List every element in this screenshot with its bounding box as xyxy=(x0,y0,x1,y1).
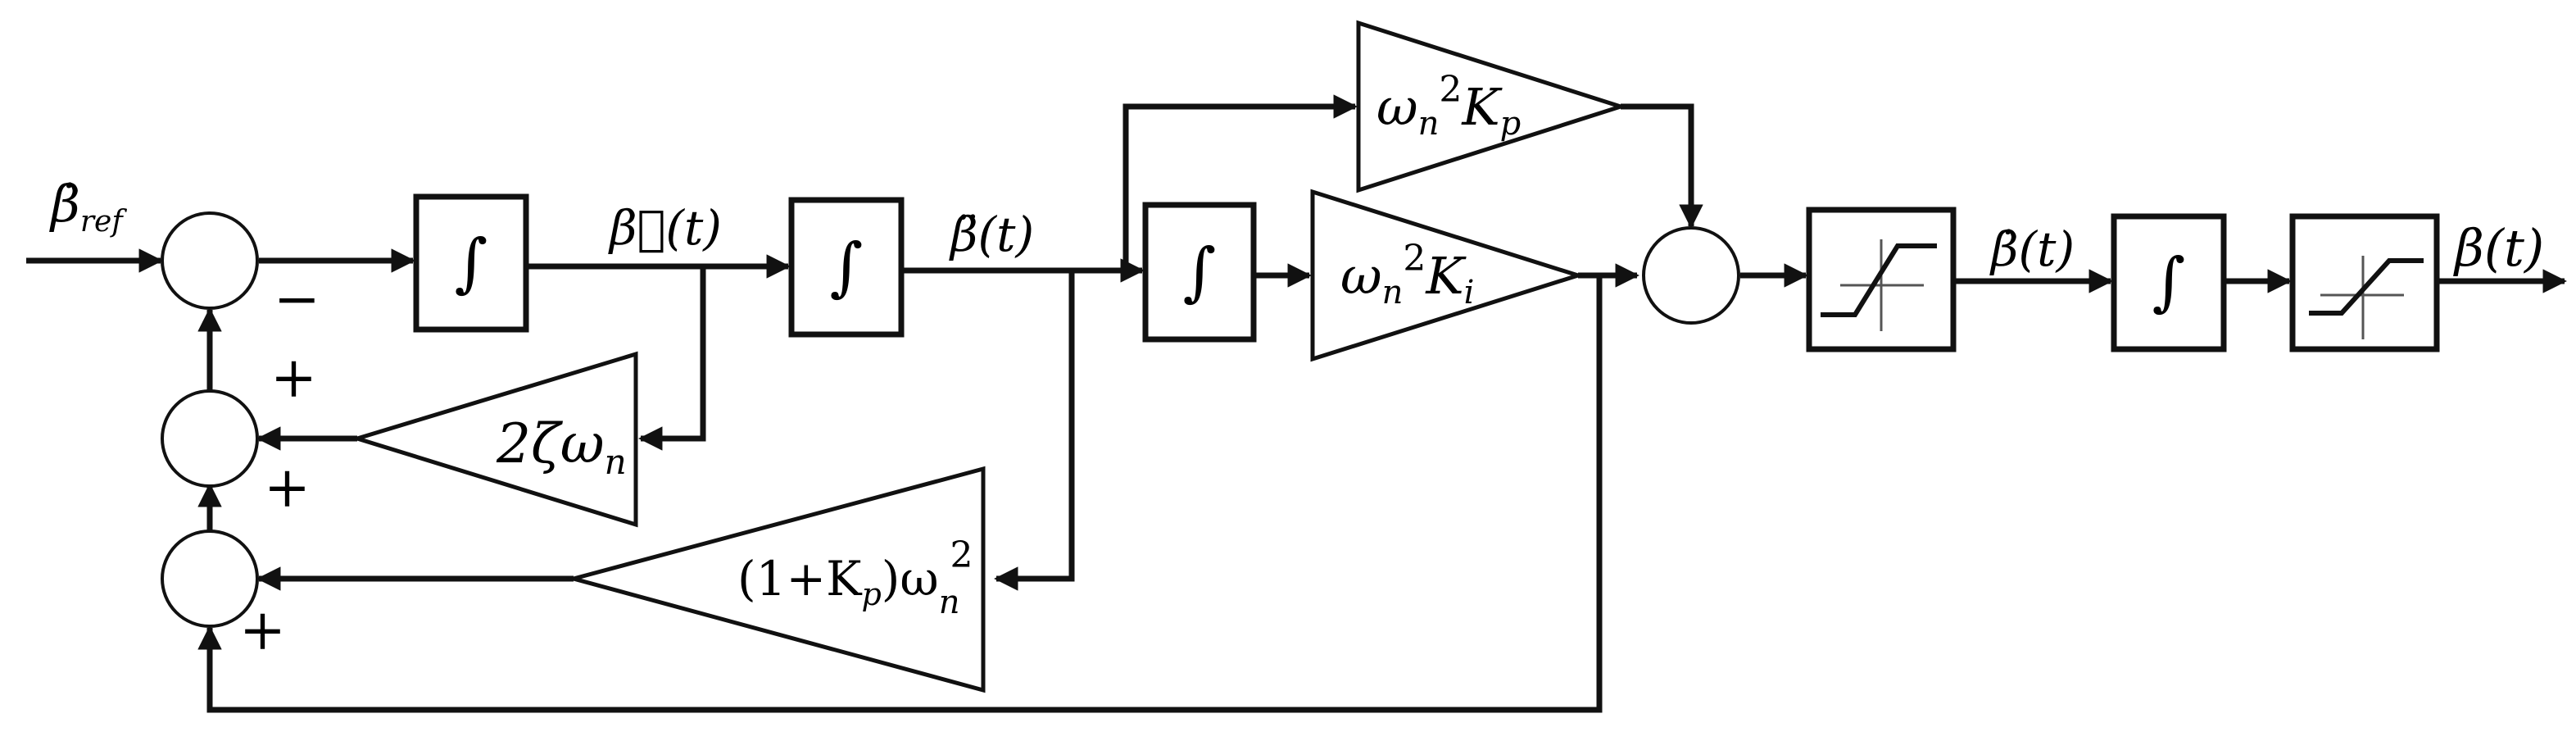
gain-ki-sup: 2 xyxy=(1403,238,1426,280)
label-beta-ref: β̇ref xyxy=(49,174,127,239)
summing-junction-1 xyxy=(161,211,259,310)
wire-stiff-tap xyxy=(994,270,1075,591)
summing-junction-outer xyxy=(1642,226,1740,325)
gain-stiff-open: (1+K xyxy=(737,551,863,607)
saturation-block-1 xyxy=(1806,207,1957,352)
gain-stiff-mid: )ω xyxy=(882,551,939,607)
summing-junction-3 xyxy=(161,530,259,628)
integrator-block-3: ∫ xyxy=(1142,202,1257,343)
gain-kp-k: K xyxy=(1461,77,1503,137)
gain-damp-text: 2ζω xyxy=(496,412,605,475)
svg-text:(1+Kp)ωn2: (1+Kp)ωn 2 xyxy=(737,534,973,621)
gain-ki-k-sub: i xyxy=(1464,274,1475,311)
gain-ki-sub: n xyxy=(1382,274,1404,311)
wire-damp-tap xyxy=(638,266,706,451)
saturation-block-2 xyxy=(2289,213,2440,352)
signal-wires xyxy=(26,94,2567,713)
integrator-symbol: ∫ xyxy=(455,226,488,300)
svg-text:ωn2Kp: ωn2Kp xyxy=(1376,69,1521,143)
gain-stiff-p-sub: p xyxy=(861,576,881,612)
gain-kp-sup: 2 xyxy=(1439,69,1462,111)
summing-junction-2 xyxy=(161,389,259,488)
svg-text:ωn2Ki: ωn2Ki xyxy=(1340,238,1474,311)
sign-plus-sum2: + xyxy=(264,456,311,520)
integrator-symbol: ∫ xyxy=(2152,245,2186,319)
gain-ki: ωn2Ki xyxy=(1310,189,1585,362)
gain-ki-omega: ω xyxy=(1340,246,1382,306)
label-beta-out: β(t) xyxy=(2453,218,2544,278)
wire-outer-feedback xyxy=(197,275,1603,713)
gain-kp: ωn2Kp xyxy=(1356,20,1628,193)
gain-kp-k-sub: p xyxy=(1500,105,1522,143)
sign-minus-sum1: − xyxy=(274,267,320,332)
label-beta-ddot: β̈(t) xyxy=(949,207,1034,262)
integrator-block-4: ∫ xyxy=(2111,213,2227,352)
label-beta-dot: β̇(t) xyxy=(1989,221,2075,277)
wire-kp-sum xyxy=(1621,103,1703,229)
gain-stiffness: (1+Kp)ωn 2 xyxy=(565,466,986,693)
gain-stiff-sub: n xyxy=(939,584,960,621)
gain-kp-omega: ω xyxy=(1376,77,1418,137)
label-beta-ref-sub: ref xyxy=(80,205,128,239)
label-beta-dddot: β⃛(t) xyxy=(608,200,722,256)
sign-plus-sum3: + xyxy=(239,598,286,663)
svg-text:2ζωn: 2ζωn xyxy=(496,412,627,482)
integrator-symbol: ∫ xyxy=(830,230,864,304)
integrator-block-2: ∫ xyxy=(788,197,905,338)
gain-damping: 2ζωn xyxy=(350,351,638,528)
label-beta-ref-main: β̇ xyxy=(49,174,80,234)
gain-ki-k: K xyxy=(1425,246,1467,306)
gain-stiff-sup: 2 xyxy=(950,534,973,576)
gain-damp-sub: n xyxy=(605,442,627,482)
gain-kp-sub: n xyxy=(1418,105,1440,143)
integrator-symbol: ∫ xyxy=(1183,235,1217,309)
sign-plus-sum1: + xyxy=(270,346,317,411)
wire-kp-branch xyxy=(1122,94,1358,270)
integrator-block-1: ∫ xyxy=(413,193,529,333)
